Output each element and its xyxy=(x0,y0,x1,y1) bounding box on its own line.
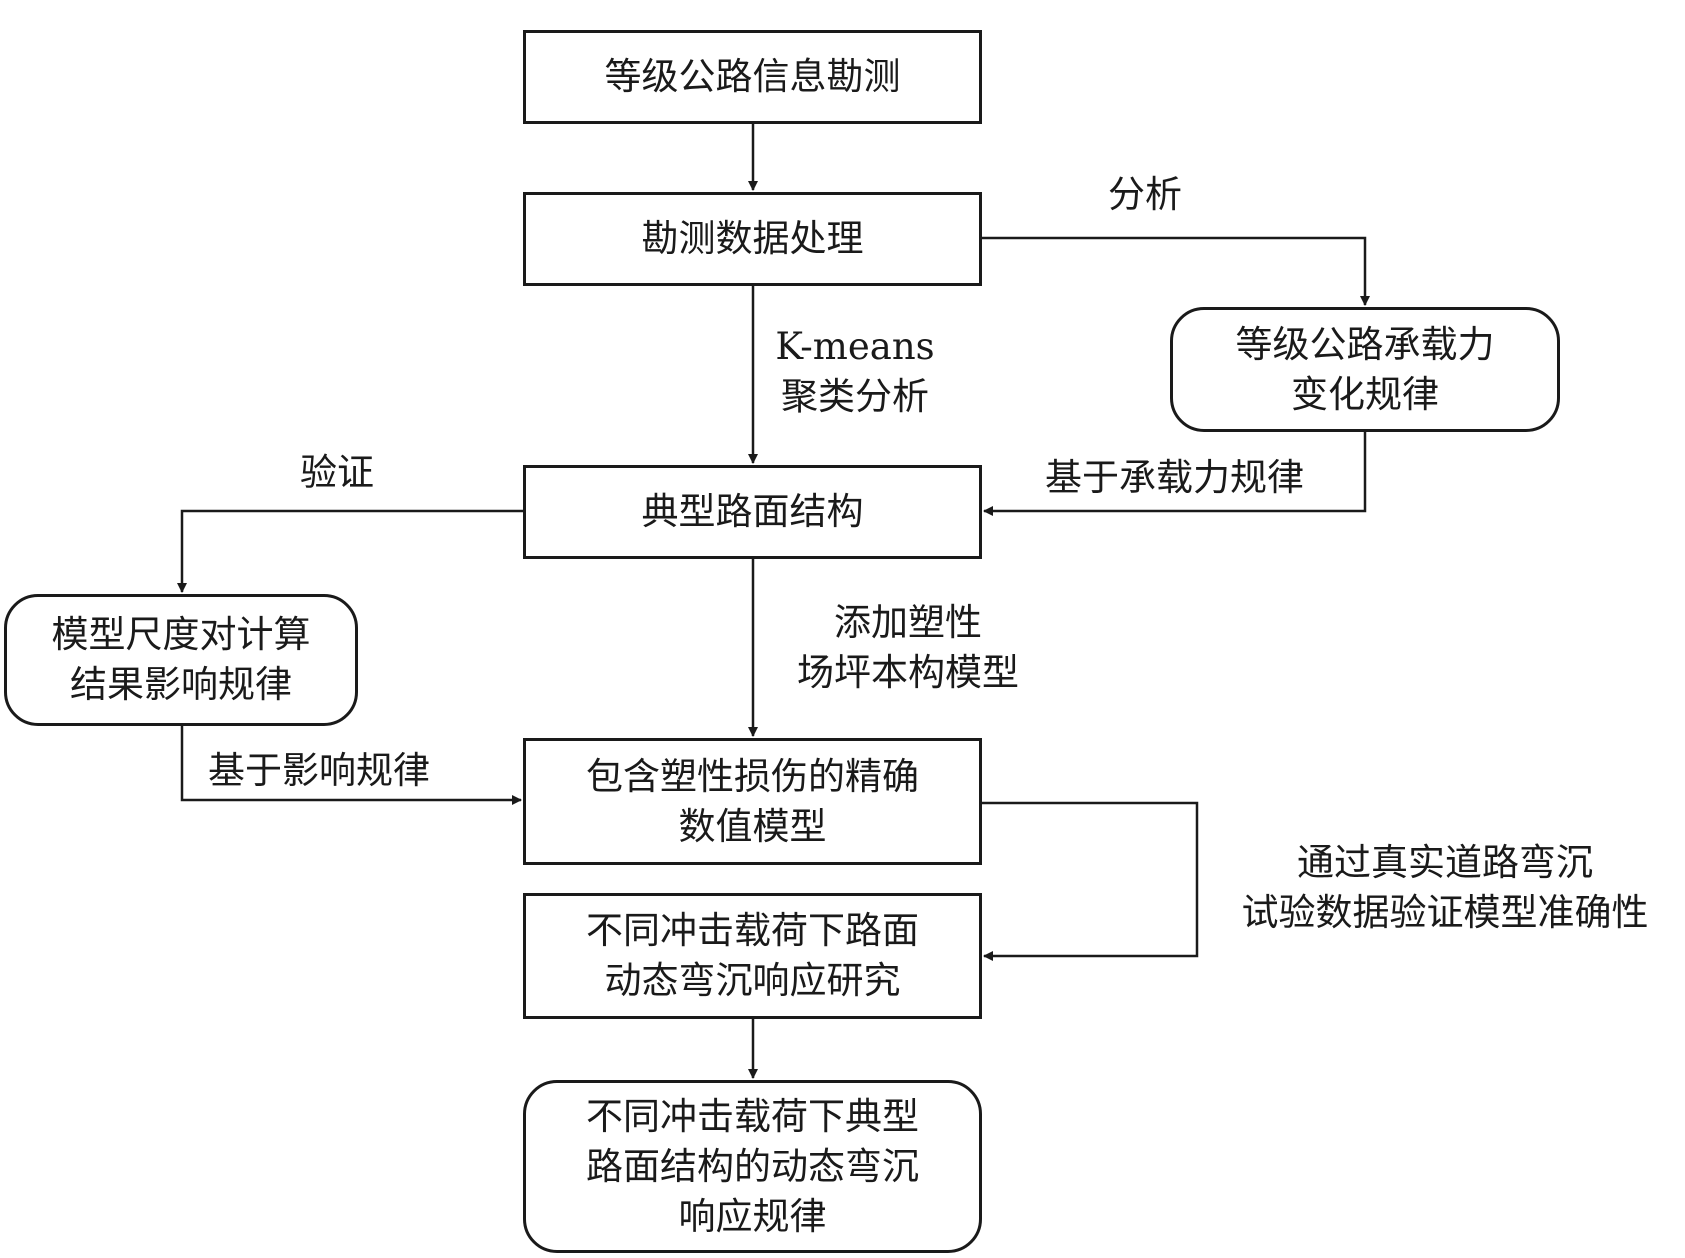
node-precise-model-line-2: 数值模型 xyxy=(678,804,827,848)
label-plastic-field: 添加塑性 场坪本构模型 xyxy=(778,598,1038,698)
node-final-law-line-2: 路面结构的动态弯沉 xyxy=(586,1144,919,1188)
arrow-model-to-study xyxy=(982,801,1199,961)
node-capacity-law-line-2: 变化规律 xyxy=(1291,372,1439,416)
label-plastic-field-line-2: 场坪本构模型 xyxy=(797,651,1019,694)
node-scale-effect: 模型尺度对计算 结果影响规律 xyxy=(4,594,358,726)
node-impact-study-line-1: 不同冲击载荷下路面 xyxy=(586,909,919,952)
node-capacity-law: 等级公路承载力 变化规律 xyxy=(1170,307,1560,432)
node-scale-effect-line-1: 模型尺度对计算 xyxy=(51,613,311,656)
label-kmeans-line-1: K-means xyxy=(775,325,935,368)
label-based-on-capacity: 基于承载力规律 xyxy=(1045,453,1304,503)
label-based-on-capacity-text: 基于承载力规律 xyxy=(1045,456,1304,499)
arrow-structure-to-scale xyxy=(177,509,523,593)
node-impact-study-line-2: 动态弯沉响应研究 xyxy=(604,959,901,1002)
label-kmeans: K-means 聚类分析 xyxy=(765,322,945,422)
label-verify: 验证 xyxy=(300,448,374,498)
arrow-processing-to-capacity xyxy=(982,236,1370,306)
node-capacity-law-line-1: 等级公路承载力 xyxy=(1235,322,1495,366)
node-final-law: 不同冲击载荷下典型 路面结构的动态弯沉 响应规律 xyxy=(523,1080,982,1253)
arrow-capacity-to-structure xyxy=(983,432,1367,516)
node-precise-model: 包含塑性损伤的精确 数值模型 xyxy=(523,738,982,865)
label-verify-text: 验证 xyxy=(300,451,374,494)
label-validate-model-line-2: 试验数据验证模型准确性 xyxy=(1241,891,1649,934)
node-scale-effect-line-2: 结果影响规律 xyxy=(70,663,292,706)
label-analysis: 分析 xyxy=(1108,170,1182,220)
node-precise-model-line-1: 包含塑性损伤的精确 xyxy=(586,754,919,798)
node-final-law-line-3: 响应规律 xyxy=(678,1194,827,1238)
label-validate-model: 通过真实道路弯沉 试验数据验证模型准确性 xyxy=(1210,838,1680,938)
node-typical-structure: 典型路面结构 xyxy=(523,465,982,559)
node-impact-study: 不同冲击载荷下路面 动态弯沉响应研究 xyxy=(523,893,982,1019)
node-processing: 勘测数据处理 xyxy=(523,192,982,286)
label-validate-model-line-1: 通过真实道路弯沉 xyxy=(1297,841,1593,884)
node-processing-text: 勘测数据处理 xyxy=(641,217,864,260)
node-survey: 等级公路信息勘测 xyxy=(523,30,982,124)
arrow-scale-to-model xyxy=(180,726,522,805)
node-survey-text: 等级公路信息勘测 xyxy=(604,55,901,98)
node-final-law-line-1: 不同冲击载荷下典型 xyxy=(586,1094,919,1138)
label-kmeans-line-2: 聚类分析 xyxy=(781,375,929,418)
label-plastic-field-line-1: 添加塑性 xyxy=(834,601,982,644)
node-typical-structure-text: 典型路面结构 xyxy=(641,490,864,533)
label-based-on-influence-text: 基于影响规律 xyxy=(208,749,430,792)
label-based-on-influence: 基于影响规律 xyxy=(208,746,430,796)
label-analysis-text: 分析 xyxy=(1108,173,1182,216)
